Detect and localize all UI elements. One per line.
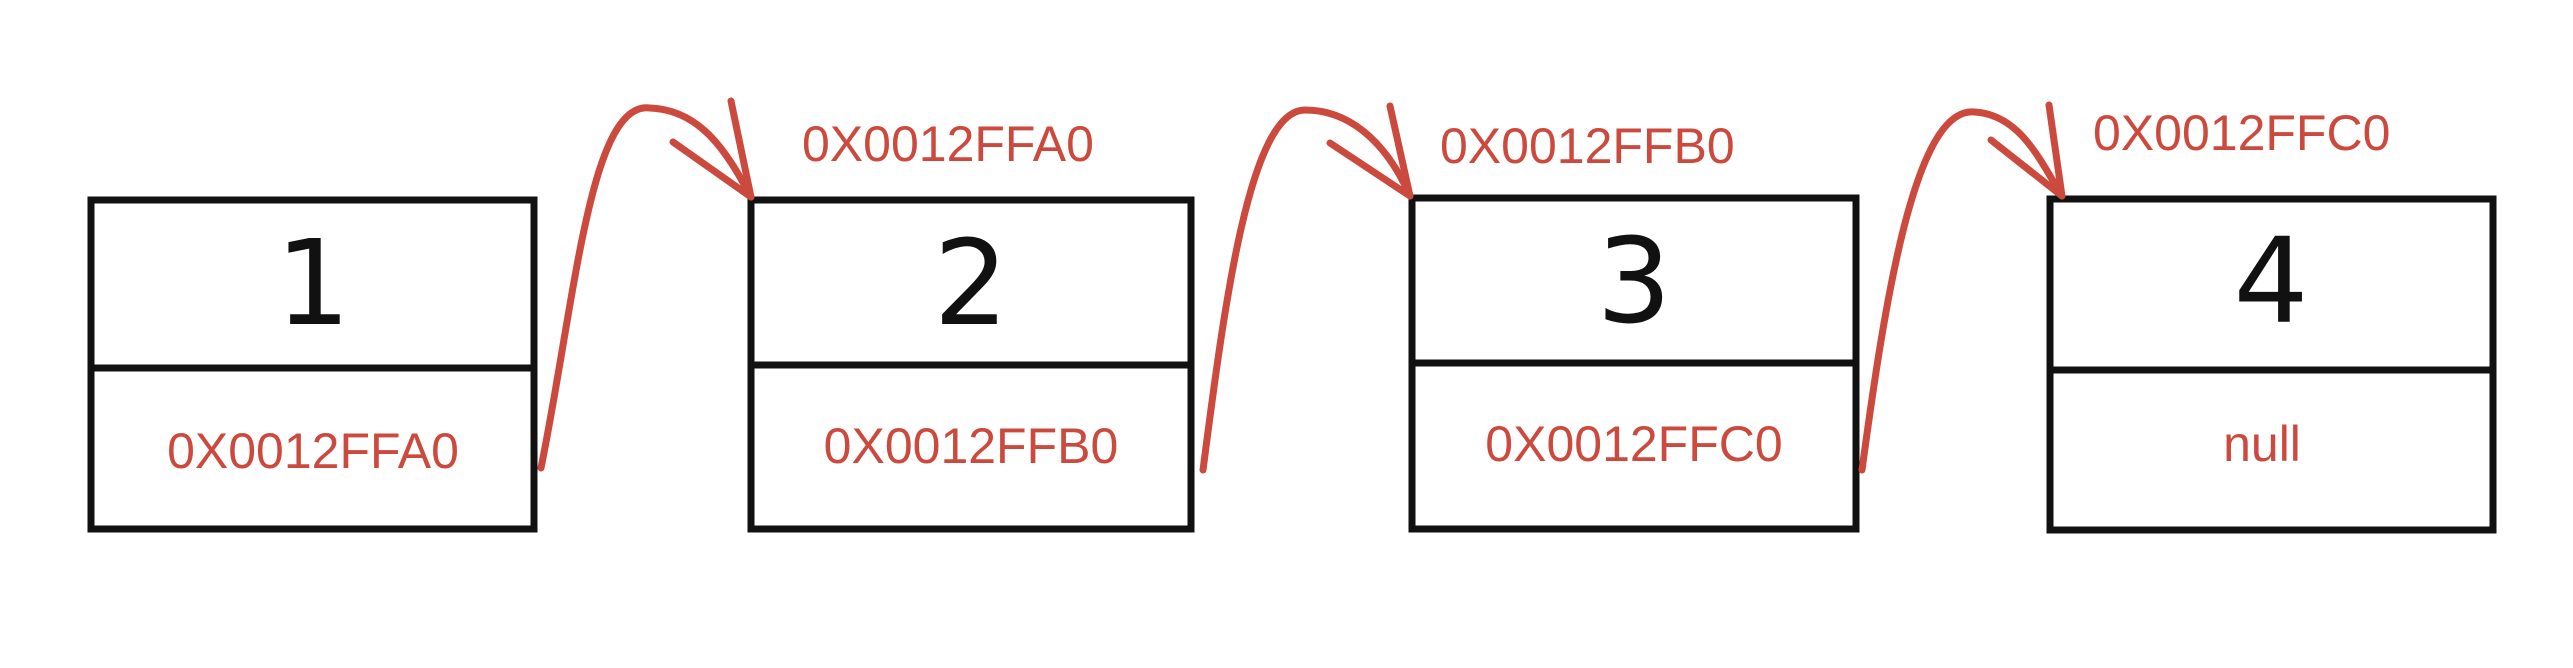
node-4-next-pointer: null xyxy=(2223,416,2301,472)
node-4-box xyxy=(2046,195,2497,534)
pointer-arrow-2-curve xyxy=(1199,106,1414,474)
pointer-arrow-1-curve xyxy=(537,104,755,472)
node-3-address: 0X0012FFB0 xyxy=(1440,118,1735,174)
node-2-value: 2 xyxy=(933,214,1008,352)
pointer-arrow-3-curve xyxy=(1858,108,2066,474)
node-1-next-pointer: 0X0012FFA0 xyxy=(167,423,459,479)
pointer-arrow-2-to-3 xyxy=(1199,102,1414,474)
node-1: 1 0X0012FFA0 xyxy=(87,196,538,533)
node-3-value: 3 xyxy=(1596,212,1671,350)
pointer-arrow-1-to-2 xyxy=(537,97,755,472)
node-1-value: 1 xyxy=(275,214,350,352)
node-4-value: 4 xyxy=(2233,212,2308,350)
node-2: 2 0X0012FFB0 0X0012FFA0 xyxy=(747,116,1195,533)
node-2-address: 0X0012FFA0 xyxy=(802,116,1094,172)
pointer-arrow-3-to-4 xyxy=(1858,101,2066,474)
node-3-next-pointer: 0X0012FFC0 xyxy=(1485,416,1782,472)
node-4: 4 null 0X0012FFC0 xyxy=(2046,105,2497,534)
node-4-address: 0X0012FFC0 xyxy=(2093,105,2390,161)
pointer-arrow-2-head xyxy=(1326,102,1414,200)
node-2-next-pointer: 0X0012FFB0 xyxy=(824,418,1119,474)
node-3: 3 0X0012FFC0 0X0012FFB0 xyxy=(1408,118,1860,533)
pointer-arrow-1-head xyxy=(669,97,755,201)
pointer-arrow-3-head xyxy=(1987,101,2066,200)
